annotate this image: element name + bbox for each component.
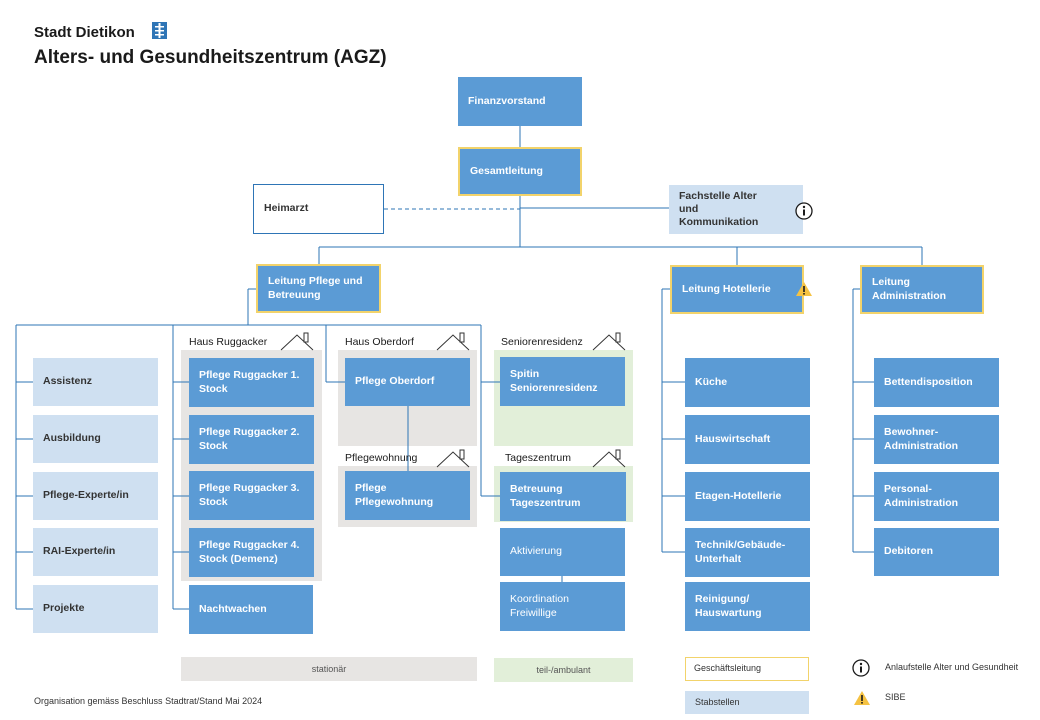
hotellerie-kueche: Küche xyxy=(685,358,810,407)
category-ambulant: teil-/ambulant xyxy=(494,658,633,682)
staff-pflege-experte: Pflege-Experte/in xyxy=(33,472,158,520)
house-icon xyxy=(280,332,314,351)
staff-label: Assistenz xyxy=(43,375,93,388)
staff-assistenz: Assistenz xyxy=(33,358,158,406)
house-icon xyxy=(592,449,626,468)
unit-label: Technik/Gebäude-Unterhalt xyxy=(695,539,786,565)
staff-rai-experte: RAI-Experte/in xyxy=(33,528,158,576)
footer-note: Organisation gemäss Beschluss Stadtrat/S… xyxy=(34,696,263,706)
fachstelle-label: Fachstelle Alter und Kommunikation xyxy=(679,189,759,229)
legend-info-text: Anlaufstelle Alter und Gesundheit xyxy=(885,662,1019,672)
legend-warning-text: SIBE xyxy=(885,692,906,702)
unit-label: Pflege Ruggacker 2. Stock xyxy=(199,426,300,452)
ruggacker-unit-4: Pflege Ruggacker 4. Stock (Demenz) xyxy=(189,528,314,577)
aktivierung-unit: Aktivierung xyxy=(500,528,625,576)
gesamtleitung-box: Gesamtleitung xyxy=(458,147,582,196)
heimarzt-label: Heimarzt xyxy=(264,202,309,215)
nachtwachen-box: Nachtwachen xyxy=(189,585,313,634)
unit-label: Aktivierung xyxy=(510,545,562,558)
nachtwachen-label: Nachtwachen xyxy=(199,602,267,615)
tageszentrum-unit: Betreuung Tageszentrum xyxy=(500,472,626,521)
hotellerie-technik: Technik/Gebäude-Unterhalt xyxy=(685,528,810,577)
warning-icon xyxy=(854,691,870,705)
unit-label: Reinigung/ Hauswartung xyxy=(695,593,762,619)
admin-bettendisposition: Bettendisposition xyxy=(874,358,999,407)
gesamtleitung-label: Gesamtleitung xyxy=(470,164,543,177)
staff-ausbildung: Ausbildung xyxy=(33,415,158,463)
staff-label: RAI-Experte/in xyxy=(43,545,116,558)
heimarzt-box: Heimarzt xyxy=(253,184,384,234)
category-stationaer: stationär xyxy=(181,657,477,681)
unit-label: Koordination Freiwillige xyxy=(510,593,569,619)
leitung-hotellerie-label: Leitung Hotellerie xyxy=(682,282,771,295)
ruggacker-unit-2: Pflege Ruggacker 2. Stock xyxy=(189,415,314,464)
house-icon xyxy=(436,332,470,351)
leitung-administration-label: Leitung Administration xyxy=(872,276,947,302)
unit-label: Pflege Pflegewohnung xyxy=(355,482,434,508)
fachstelle-box: Fachstelle Alter und Kommunikation xyxy=(669,185,803,234)
house-icon xyxy=(436,449,470,468)
unit-label: Pflege Ruggacker 4. Stock (Demenz) xyxy=(199,539,300,565)
info-icon xyxy=(795,202,813,220)
koordination-unit: Koordination Freiwillige xyxy=(500,582,625,631)
admin-personal: Personal-Administration xyxy=(874,472,999,521)
unit-label: Bettendisposition xyxy=(884,375,973,388)
ruggacker-unit-1: Pflege Ruggacker 1. Stock xyxy=(189,358,314,407)
oberdorf-unit: Pflege Oberdorf xyxy=(345,358,470,406)
staff-label: Projekte xyxy=(43,602,85,615)
leitung-pflege-label: Leitung Pflege und Betreuung xyxy=(268,275,363,301)
group-label-oberdorf: Haus Oberdorf xyxy=(345,336,414,348)
unit-label: Etagen-Hotellerie xyxy=(695,489,782,502)
hotellerie-etagen: Etagen-Hotellerie xyxy=(685,472,810,521)
admin-bewohner: Bewohner-Administration xyxy=(874,415,999,464)
staff-label: Ausbildung xyxy=(43,432,101,445)
group-label-tageszentrum: Tageszentrum xyxy=(505,452,571,464)
staff-projekte: Projekte xyxy=(33,585,158,633)
house-icon xyxy=(592,332,626,351)
unit-label: Personal-Administration xyxy=(884,483,959,509)
unit-label: Küche xyxy=(695,375,728,388)
finanzvorstand-box: Finanzvorstand xyxy=(458,77,582,126)
legend-label: Stabstellen xyxy=(695,696,740,707)
unit-label: Spitin Seniorenresidenz xyxy=(510,368,598,394)
unit-label: Betreuung Tageszentrum xyxy=(510,483,581,509)
ruggacker-unit-3: Pflege Ruggacker 3. Stock xyxy=(189,471,314,520)
page-title: Alters- und Gesundheitszentrum (AGZ) xyxy=(34,47,387,68)
staff-label: Pflege-Experte/in xyxy=(43,489,129,502)
group-label-seniorenresidenz: Seniorenresidenz xyxy=(501,336,583,348)
coat-of-arms-icon xyxy=(152,22,167,39)
legend-label: Geschäftsleitung xyxy=(694,663,762,674)
group-label-pflegewohnung: Pflegewohnung xyxy=(345,452,418,464)
pflegewohnung-unit: Pflege Pflegewohnung xyxy=(345,471,470,520)
leitung-hotellerie-box: Leitung Hotellerie xyxy=(670,265,804,314)
legend-geschaeftsleitung: Geschäftsleitung xyxy=(685,657,809,681)
legend-stabstellen: Stabstellen xyxy=(685,691,809,714)
unit-label: Hauswirtschaft xyxy=(695,432,771,445)
unit-label: Pflege Ruggacker 1. Stock xyxy=(199,369,300,395)
category-label: teil-/ambulant xyxy=(536,665,591,675)
admin-debitoren: Debitoren xyxy=(874,528,999,576)
leitung-pflege-box: Leitung Pflege und Betreuung xyxy=(256,264,381,313)
unit-label: Pflege Oberdorf xyxy=(355,375,435,388)
hotellerie-reinigung: Reinigung/ Hauswartung xyxy=(685,582,810,631)
unit-label: Bewohner-Administration xyxy=(884,426,959,452)
unit-label: Pflege Ruggacker 3. Stock xyxy=(199,482,300,508)
group-label-ruggacker: Haus Ruggacker xyxy=(189,336,268,348)
warning-icon xyxy=(796,282,812,296)
org-name: Stadt Dietikon xyxy=(34,24,135,41)
hotellerie-hauswirtschaft: Hauswirtschaft xyxy=(685,415,810,464)
unit-label: Debitoren xyxy=(884,545,934,558)
spitin-unit: Spitin Seniorenresidenz xyxy=(500,357,625,406)
finanzvorstand-label: Finanzvorstand xyxy=(468,94,546,107)
category-label: stationär xyxy=(311,664,347,674)
info-icon xyxy=(852,659,870,677)
leitung-administration-box: Leitung Administration xyxy=(860,265,984,314)
